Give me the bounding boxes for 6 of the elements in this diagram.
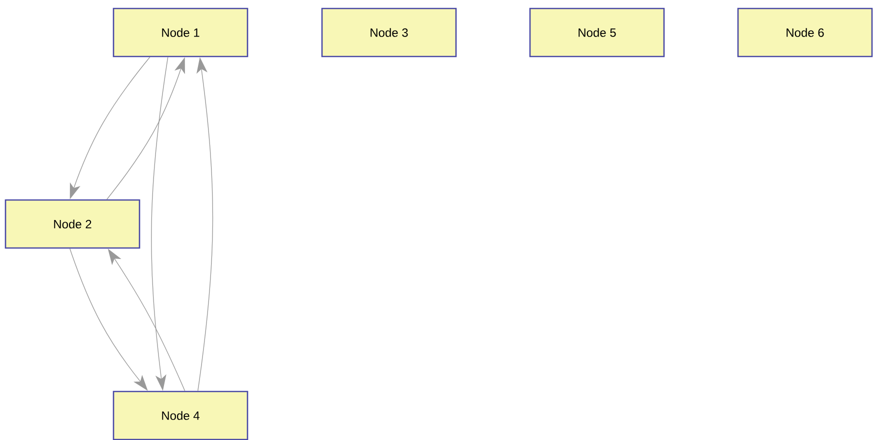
- process-box: Node 1: [112, 8, 248, 58]
- process-box: Node 2: [4, 199, 140, 249]
- process-box: Node 3: [321, 8, 457, 58]
- process-box: Node 5: [529, 8, 665, 58]
- process-box: Node 4: [112, 390, 248, 440]
- process-box: Node 6: [737, 8, 873, 58]
